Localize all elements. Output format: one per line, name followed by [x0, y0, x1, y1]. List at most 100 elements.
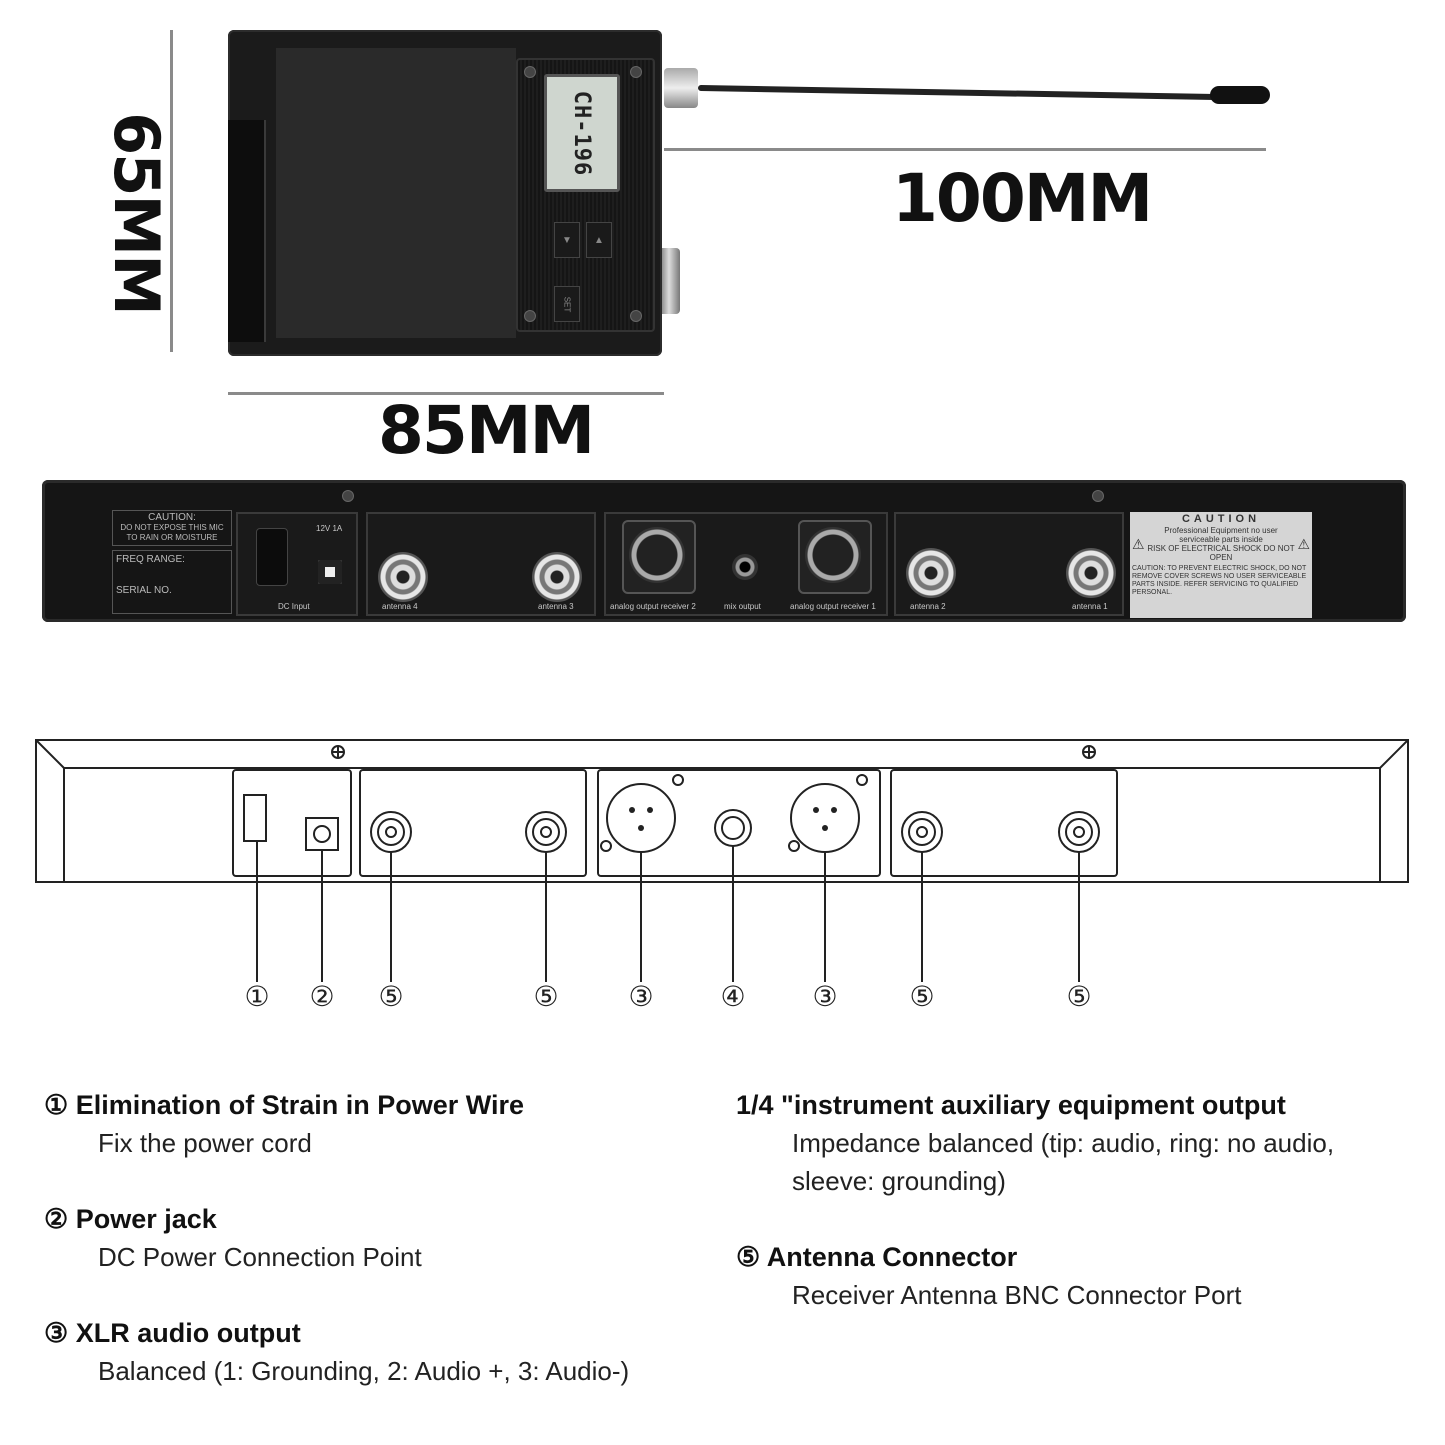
set-button-label: SET: [562, 296, 572, 312]
down-button[interactable]: ▼: [554, 222, 580, 258]
bodypack-face: [276, 48, 516, 338]
caution-right-line2: RISK OF ELECTRICAL SHOCK DO NOT OPEN: [1147, 544, 1295, 562]
caution-sticker-right: CAUTION ⚠ Professional Equipment no user…: [1130, 512, 1312, 618]
callout-3: ③: [812, 980, 837, 1013]
dc-jack[interactable]: [318, 560, 342, 584]
analog-output-1-label: analog output receiver 1: [790, 602, 876, 611]
legend-item-3-number: ③: [44, 1318, 69, 1348]
screw-icon: [524, 310, 536, 322]
callout-1: ①: [244, 980, 269, 1013]
callout-2: ②: [309, 980, 334, 1013]
schematic-power-section: [232, 769, 352, 877]
callout-3: ③: [628, 980, 653, 1013]
legend-item-5-title: ⑤ Antenna Connector: [736, 1242, 1017, 1273]
antenna-dimension-line: [664, 148, 1266, 151]
schematic-audio-section: [597, 769, 881, 877]
schematic-chassis: [35, 739, 1409, 883]
caution-right-line1: Professional Equipment no user serviceab…: [1164, 526, 1278, 544]
rack-receiver-rear-panel: CAUTION: DO NOT EXPOSE THIS MIC TO RAIN …: [42, 480, 1406, 622]
xlr-output-1[interactable]: [805, 527, 861, 583]
antenna-tip: [1210, 86, 1270, 104]
caution-left-title: CAUTION:: [148, 512, 196, 523]
legend-item-2-title-text: Power jack: [75, 1204, 217, 1234]
legend-item-1-title-text: Elimination of Strain in Power Wire: [75, 1090, 525, 1120]
width-dimension-line: [228, 392, 664, 395]
antenna-4-label: antenna 4: [382, 602, 418, 611]
screw-icon: [630, 66, 642, 78]
warning-icon: ⚠: [1132, 536, 1145, 552]
callout-5: ⑤: [1066, 980, 1091, 1013]
caution-right-line3: CAUTION: TO PREVENT ELECTRIC SHOCK, DO N…: [1132, 565, 1307, 596]
antenna-3-label: antenna 3: [538, 602, 574, 611]
antenna-4-connector[interactable]: [378, 552, 428, 602]
width-dimension-label: 85MM: [378, 392, 595, 469]
legend-item-2-title: ② Power jack: [44, 1204, 217, 1235]
mix-output-jack[interactable]: [732, 554, 758, 580]
schematic-chassis-bevel: [35, 739, 1409, 882]
legend-item-3-desc: Balanced (1: Grounding, 2: Audio +, 3: A…: [98, 1356, 630, 1386]
legend-item-1-desc: Fix the power cord: [98, 1128, 312, 1158]
warning-icon: ⚠: [1297, 536, 1310, 552]
schematic-antenna-section-left: [359, 769, 587, 877]
callout-5: ⑤: [378, 980, 403, 1013]
dc-input-label: DC Input: [278, 602, 310, 611]
up-button[interactable]: ▲: [586, 222, 612, 258]
antenna-dimension-label: 100MM: [892, 160, 1153, 237]
antenna-connector: [664, 68, 698, 108]
antenna-section-left: antenna 4 antenna 3: [366, 512, 596, 616]
height-dimension-line: [170, 30, 173, 352]
legend-item-5-title-text: Antenna Connector: [766, 1242, 1018, 1272]
screw-icon: [630, 310, 642, 322]
legend-item-3-title: ③ XLR audio output: [44, 1318, 301, 1349]
rear-panel-schematic: ① ② ⑤ ⑤ ③ ④ ③ ⑤ ⑤: [35, 739, 1409, 1013]
audio-output-section: analog output receiver 2 mix output anal…: [604, 512, 888, 616]
antenna-1-connector[interactable]: [1066, 548, 1116, 598]
strain-relief: [256, 528, 288, 586]
antenna-3-connector[interactable]: [532, 552, 582, 602]
legend-item-2-desc: DC Power Connection Point: [98, 1242, 422, 1272]
antenna-1-label: antenna 1: [1072, 602, 1108, 611]
analog-output-2-label: analog output receiver 2: [610, 602, 696, 611]
lcd-display: CH-196: [544, 74, 620, 192]
legend-item-2-number: ②: [44, 1204, 69, 1234]
legend-item-1-number: ①: [44, 1090, 69, 1120]
lcd-channel-text: CH-196: [569, 90, 595, 176]
power-section: 12V 1A DC Input: [236, 512, 358, 616]
screw-icon: [342, 490, 354, 502]
caution-right-title: CAUTION: [1181, 513, 1261, 525]
schematic-mix-output: [714, 809, 752, 847]
serial-no-label: SERIAL NO.: [116, 585, 172, 596]
callout-5: ⑤: [533, 980, 558, 1013]
legend-item-5-desc: Receiver Antenna BNC Connector Port: [792, 1280, 1242, 1310]
callout-5: ⑤: [909, 980, 934, 1013]
freq-range-label: FREQ RANGE:: [116, 554, 185, 565]
callout-leader-lines: [256, 841, 1080, 982]
bodypack-receiver: CH-196 ▼ ▲ SET: [228, 30, 662, 356]
power-rating-label: 12V 1A: [316, 524, 343, 533]
legend-item-4-desc-line2: sleeve: grounding): [792, 1166, 1006, 1196]
belt-clip: [228, 120, 266, 342]
caution-left-text: DO NOT EXPOSE THIS MIC TO RAIN OR MOISTU…: [120, 523, 224, 542]
callout-4: ④: [720, 980, 745, 1013]
antenna-section-right: antenna 2 antenna 1: [894, 512, 1124, 616]
antenna-2-connector[interactable]: [906, 548, 956, 598]
legend-item-4-desc-line1: Impedance balanced (tip: audio, ring: no…: [792, 1128, 1335, 1158]
mix-output-label: mix output: [724, 602, 761, 611]
screw-icon: [1092, 490, 1104, 502]
schematic-screws: [331, 745, 1096, 759]
legend-item-5-number: ⑤: [736, 1242, 761, 1272]
antenna-2-label: antenna 2: [910, 602, 946, 611]
set-button[interactable]: SET: [554, 286, 580, 322]
schematic-xlr-connectors: [600, 774, 868, 853]
legend-item-1-title: ① Elimination of Strain in Power Wire: [44, 1090, 524, 1121]
xlr-output-2[interactable]: [629, 527, 685, 583]
schematic-dc-jack: [305, 817, 339, 851]
screw-icon: [524, 66, 536, 78]
schematic-antenna-section-right: [890, 769, 1118, 877]
legend-item-4-title: 1/4 "instrument auxiliary equipment outp…: [736, 1090, 1286, 1120]
info-sticker-left: CAUTION: DO NOT EXPOSE THIS MIC TO RAIN …: [112, 510, 232, 614]
control-panel: CH-196 ▼ ▲ SET: [516, 58, 655, 332]
schematic-strain-relief: [243, 794, 267, 842]
legend-item-3-title-text: XLR audio output: [75, 1318, 301, 1348]
height-dimension-label: 65MM: [100, 112, 173, 314]
